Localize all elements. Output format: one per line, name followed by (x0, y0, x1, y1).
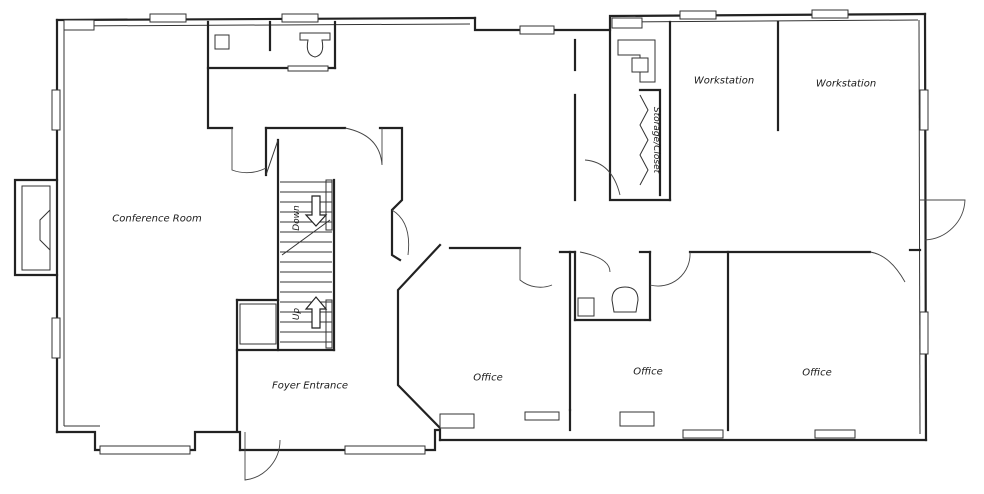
toilet-icon (611, 286, 639, 313)
room-label-office-1: Office (473, 372, 503, 384)
room-label-workstation-1: Workstation (693, 75, 755, 87)
room-label-storage: Storage/Closet (651, 106, 661, 174)
room-label-foyer: Foyer Entrance (271, 380, 349, 392)
stair-label-down: Down (292, 205, 302, 231)
sink-icon (577, 297, 595, 317)
door-swings (231, 127, 966, 481)
toilet-icon (299, 32, 331, 58)
bay-window (13, 178, 59, 277)
room-label-workstation-2: Workstation (815, 78, 877, 90)
sink-icon (631, 57, 649, 73)
staircase (239, 179, 333, 349)
sink-icon (214, 34, 230, 50)
fixtures (214, 32, 656, 317)
exterior-walls (55, 12, 928, 452)
stair-arrow-down-icon (304, 195, 328, 227)
stair-label-up: Up (292, 307, 302, 321)
room-label-conference: Conference Room (112, 213, 202, 225)
windows (51, 9, 929, 455)
room-label-office-2: Office (633, 366, 663, 378)
interior-walls (206, 20, 922, 432)
stair-arrow-up-icon (304, 296, 328, 329)
room-label-office-3: Office (802, 367, 832, 379)
